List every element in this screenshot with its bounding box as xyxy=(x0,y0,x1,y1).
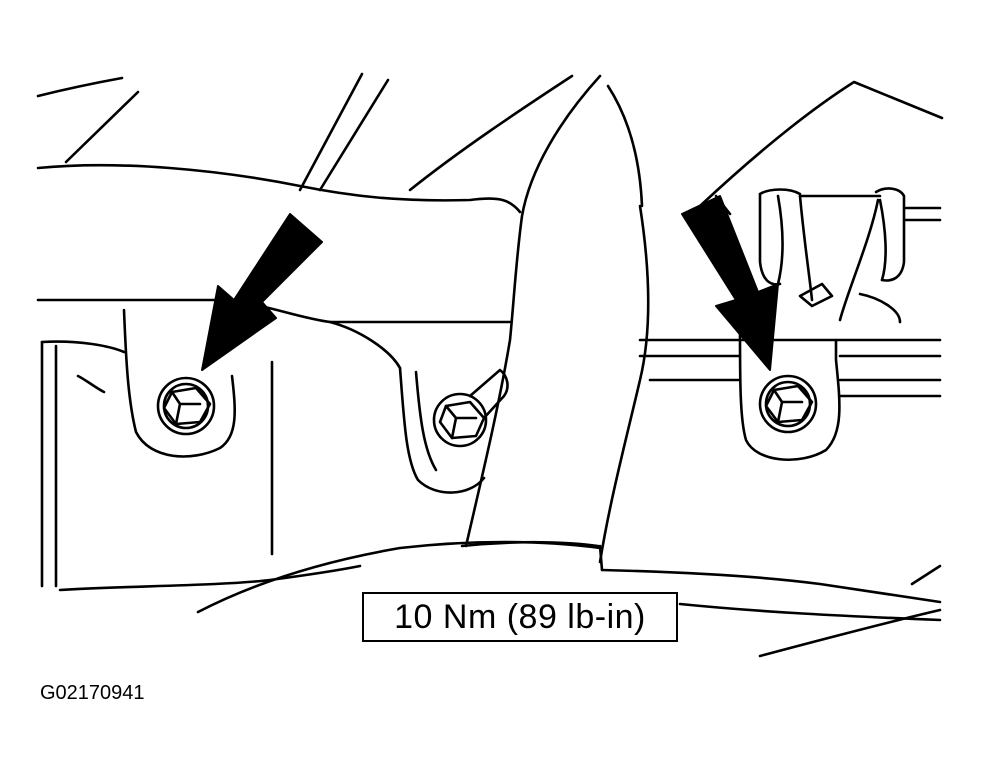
left-mount-ear xyxy=(42,310,360,590)
right-bolt-arrow xyxy=(682,196,778,370)
upper-left-contours xyxy=(38,74,572,190)
upper-right-housing xyxy=(700,82,942,214)
figure-id: G02170941 xyxy=(40,682,145,704)
center-strap xyxy=(466,76,648,562)
middle-mount xyxy=(330,322,507,493)
left-bolt-arrow xyxy=(202,214,322,370)
lower-contours xyxy=(198,542,940,656)
right-bolt xyxy=(760,376,816,432)
torque-spec-label: 10 Nm (89 lb-in) xyxy=(362,592,678,642)
left-bolt xyxy=(158,378,214,434)
right-bracket xyxy=(640,189,940,460)
